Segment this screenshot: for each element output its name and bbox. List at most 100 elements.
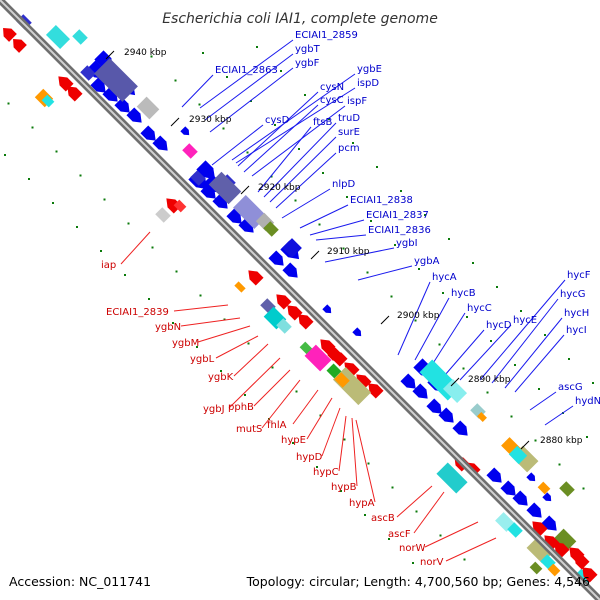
dot-row-2	[150, 55, 585, 490]
dot-row-0	[256, 46, 594, 384]
grid-dots	[4, 46, 594, 564]
gene-arrow	[322, 304, 332, 314]
gene-arrow	[486, 467, 502, 483]
gene-features	[3, 14, 598, 588]
tick-label: 2900 kbp	[397, 311, 440, 321]
gene-label-ygbl: ygbL	[190, 354, 215, 365]
position-tick: 2910 kbp	[310, 247, 370, 260]
gene-arrow	[287, 305, 303, 321]
gene-block	[477, 412, 487, 422]
gene-label-eciai1-2839: ECIAI1_2839	[106, 307, 169, 318]
gene-arrow	[500, 480, 516, 496]
gene-label-hypc: hypC	[313, 467, 339, 478]
gene-arrow	[140, 125, 156, 141]
gene-arrow	[542, 492, 552, 502]
gene-arrow	[320, 339, 336, 355]
gene-label-eciai1-2859: ECIAI1_2859	[295, 30, 358, 41]
gene-label-cysc: cysC	[320, 95, 344, 106]
gene-label-hyci: hycI	[566, 325, 587, 336]
gene-block	[304, 344, 332, 372]
gene-block	[94, 58, 138, 102]
accession-text: Accession: NC_011741	[9, 574, 151, 589]
gene-label-fhla: fhlA	[267, 420, 287, 431]
gene-label-ygbj: ygbJ	[203, 404, 225, 415]
gene-label-hycd: hycD	[486, 320, 512, 331]
gene-label-eciai1-2836: ECIAI1_2836	[368, 225, 431, 236]
gene-label-hycf: hycF	[567, 270, 591, 281]
gene-label-hypd: hypD	[296, 452, 323, 463]
gene-block	[282, 238, 302, 258]
gene-label-pphb: pphB	[228, 402, 254, 413]
gene-block	[508, 445, 528, 465]
gene-label-ygba: ygbA	[414, 256, 440, 267]
gene-arrow	[3, 28, 17, 42]
tick-label: 2910 kbp	[327, 247, 370, 257]
position-ticks: 2940 kbp 2930 kbp 2920 kbp 2910 kbp 2900 kbp…	[105, 48, 583, 450]
gene-arrow	[126, 107, 142, 123]
gene-block	[45, 24, 71, 50]
gene-block	[136, 96, 160, 120]
gene-block	[173, 199, 187, 213]
gene-block	[72, 29, 88, 45]
gene-label-ftsb: ftsB	[313, 117, 332, 128]
gene-arrow	[114, 97, 130, 113]
gene-label-hyca: hycA	[432, 272, 457, 283]
gene-arrow	[412, 383, 428, 399]
map-title: Escherichia coli IAI1, complete genome	[162, 11, 438, 27]
gene-arrow	[67, 86, 83, 102]
gene-label-ygbn: ygbN	[155, 322, 181, 333]
gene-label-ygbe: ygbE	[357, 64, 382, 75]
position-tick: 2940 kbp	[105, 48, 167, 60]
gene-label-hype: hypE	[281, 435, 306, 446]
gene-arrow	[268, 250, 284, 266]
gene-arrow	[180, 126, 190, 136]
gene-block	[263, 221, 279, 237]
gene-block	[234, 281, 246, 293]
gene-label-ygbk: ygbK	[208, 372, 234, 383]
gene-arrow	[582, 567, 598, 583]
gene-arrow	[248, 270, 264, 286]
gene-block	[559, 481, 575, 497]
gene-block	[80, 65, 96, 81]
gene-block	[436, 462, 468, 494]
gene-label-ygbi: ygbI	[396, 238, 418, 249]
position-tick: 2900 kbp	[380, 311, 440, 325]
tick-label: 2930 kbp	[189, 115, 232, 125]
gene-arrow	[254, 274, 262, 282]
tick-label: 2880 kbp	[540, 436, 583, 446]
gene-block	[334, 372, 350, 388]
tick-label: 2920 kbp	[258, 183, 301, 193]
gene-arrow	[152, 135, 168, 151]
gene-label-cysn: cysN	[320, 82, 344, 93]
gene-block	[276, 318, 292, 334]
gene-label-hypb: hypB	[331, 482, 357, 493]
gene-arrow	[526, 472, 536, 482]
gene-arrow	[282, 262, 298, 278]
gene-arrow	[574, 554, 590, 570]
gene-label-hych: hycH	[564, 308, 589, 319]
gene-block	[547, 563, 561, 577]
dot-row-1	[202, 52, 588, 438]
gene-label-ascb: ascB	[371, 513, 395, 524]
gene-arrow	[368, 383, 384, 399]
gene-label-hyce: hycE	[513, 315, 537, 326]
gene-arrow	[327, 347, 341, 361]
dot-row-3	[7, 102, 466, 561]
gene-label-hypa: hypA	[349, 498, 375, 509]
gene-label-hycc: hycC	[467, 303, 492, 314]
gene-label-sure: surE	[338, 127, 360, 138]
gene-block	[41, 94, 55, 108]
gene-block	[537, 481, 551, 495]
gene-arrow	[438, 407, 454, 423]
gene-label-hycb: hycB	[451, 288, 476, 299]
gene-arrow	[58, 76, 74, 92]
gene-label-ascg: ascG	[558, 382, 583, 393]
gene-label-ygbm: ygbM	[172, 338, 199, 349]
gene-block	[507, 522, 523, 538]
gene-label-pcm: pcm	[338, 143, 360, 154]
gene-label-norv: norV	[420, 557, 444, 568]
gene-label-hydn: hydN	[575, 396, 600, 407]
